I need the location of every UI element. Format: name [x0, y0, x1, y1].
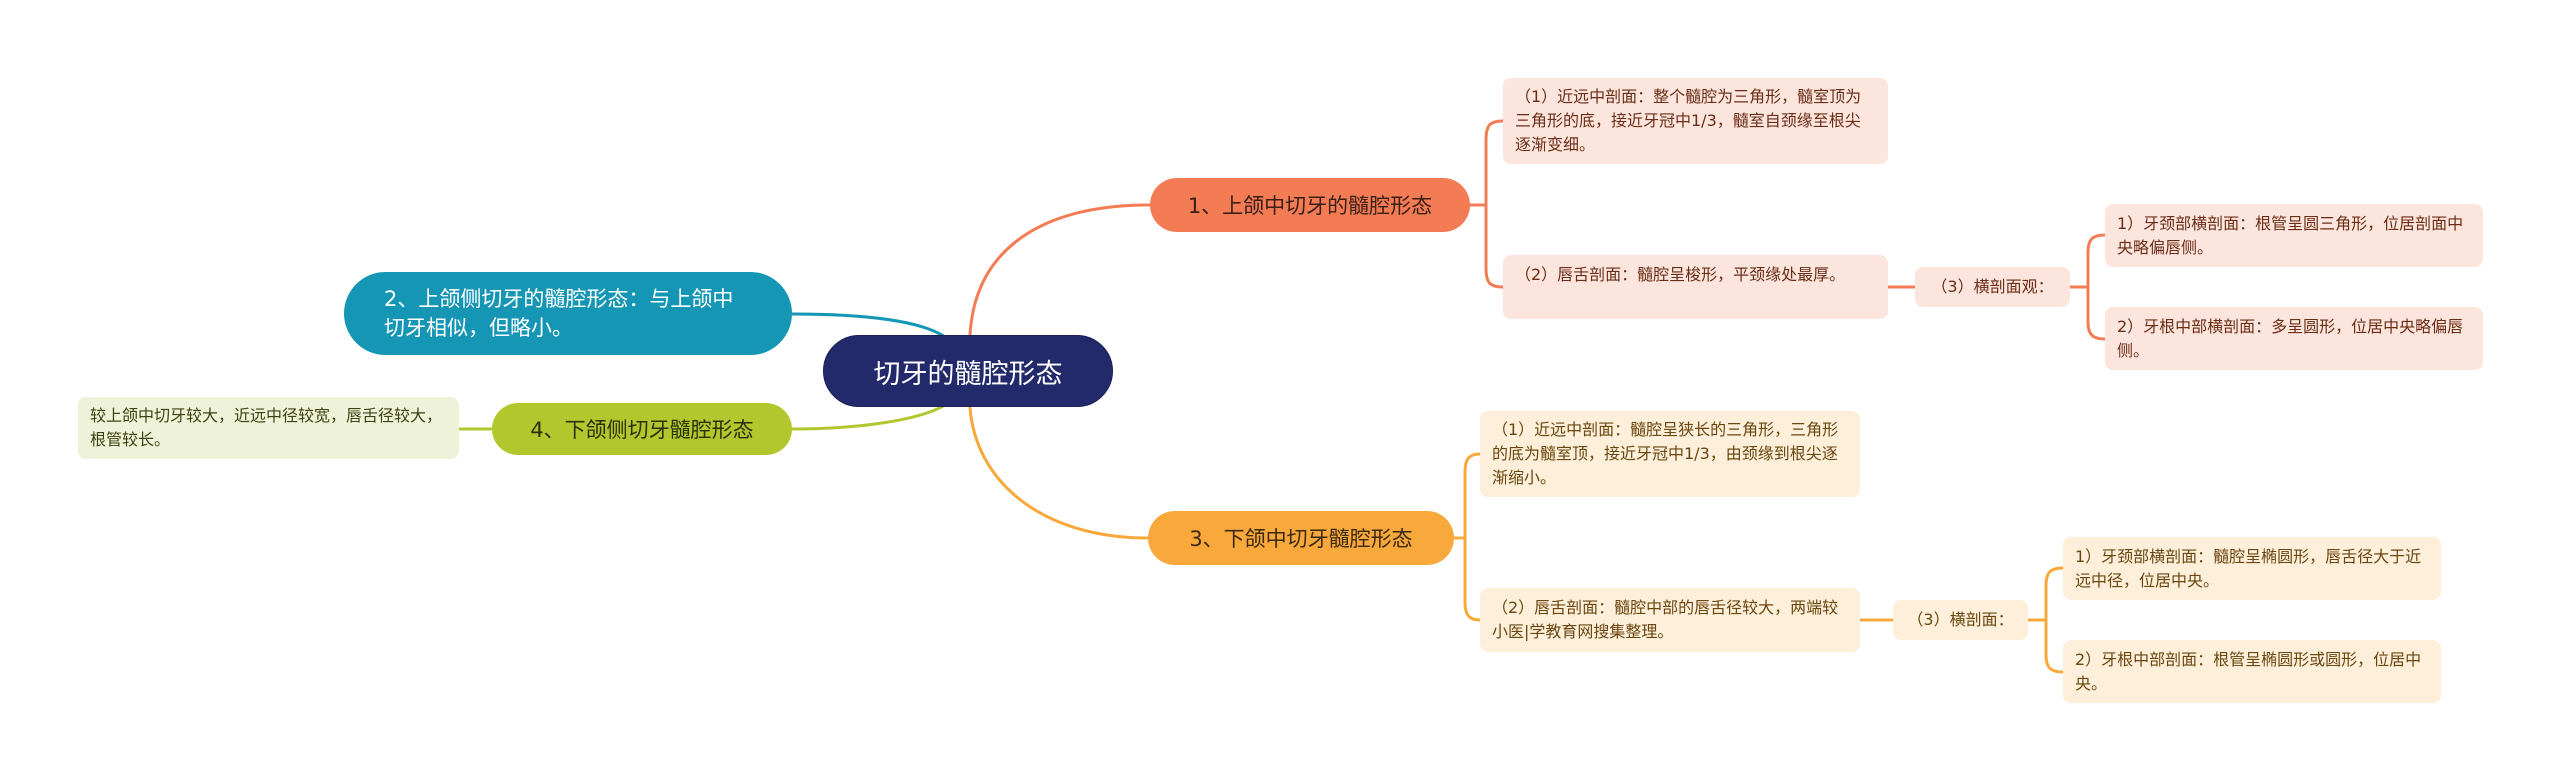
leaf-text: （2）唇舌剖面：髓腔呈梭形，平颈缘处最厚。 [1515, 265, 1846, 284]
branch-node-upper-lateral-incisor[interactable]: 2、上颌侧切牙的髓腔形态：与上颌中切牙相似，但略小。 [344, 272, 792, 355]
leaf-text: 2）牙根中部横剖面：多呈圆形，位居中央略偏唇侧。 [2117, 316, 2464, 360]
leaf-node[interactable]: （2）唇舌剖面：髓腔呈梭形，平颈缘处最厚。 [1503, 255, 1888, 319]
leaf-text: （3）横剖面： [1907, 610, 2014, 629]
root-topic-label: 切牙的髓腔形态 [873, 358, 1063, 390]
leaf-node[interactable]: （1）近远中剖面：髓腔呈狭长的三角形，三角形的底为髓室顶，接近牙冠中1/3，由颈… [1480, 411, 1860, 497]
leaf-node[interactable]: （3）横剖面观： [1915, 267, 2070, 307]
leaf-node[interactable]: （1）近远中剖面：整个髓腔为三角形，髓室顶为三角形的底，接近牙冠中1/3，髓室自… [1503, 78, 1888, 164]
leaf-node[interactable]: （3）横剖面： [1893, 600, 2028, 640]
branch-label: 4、下颌侧切牙髓腔形态 [530, 418, 754, 442]
leaf-node[interactable]: 1）牙颈部横剖面：根管呈圆三角形，位居剖面中央略偏唇侧。 [2105, 204, 2483, 267]
leaf-text: （1）近远中剖面：髓腔呈狭长的三角形，三角形的底为髓室顶，接近牙冠中1/3，由颈… [1492, 420, 1839, 487]
leaf-node[interactable]: 较上颌中切牙较大，近远中径较宽，唇舌径较大，根管较长。 [78, 397, 459, 459]
leaf-text: （3）横剖面观： [1931, 277, 2054, 296]
branch-node-lower-central-incisor[interactable]: 3、下颌中切牙髓腔形态 [1148, 511, 1454, 565]
leaf-node[interactable]: （2）唇舌剖面：髓腔中部的唇舌径较大，两端较小医|学教育网搜集整理。 [1480, 588, 1860, 652]
leaf-node[interactable]: 1）牙颈部横剖面：髓腔呈椭圆形，唇舌径大于近远中径，位居中央。 [2063, 537, 2441, 600]
leaf-text: （2）唇舌剖面：髓腔中部的唇舌径较大，两端较小医|学教育网搜集整理。 [1492, 598, 1839, 641]
leaf-text: 2）牙根中部剖面：根管呈椭圆形或圆形，位居中央。 [2075, 649, 2422, 693]
leaf-node[interactable]: 2）牙根中部剖面：根管呈椭圆形或圆形，位居中央。 [2063, 640, 2441, 703]
branch-label: 3、下颌中切牙髓腔形态 [1189, 527, 1413, 551]
branch-label: 2、上颌侧切牙的髓腔形态：与上颌中切牙相似，但略小。 [384, 286, 734, 340]
branch-node-lower-lateral-incisor[interactable]: 4、下颌侧切牙髓腔形态 [492, 403, 792, 455]
leaf-text: （1）近远中剖面：整个髓腔为三角形，髓室顶为三角形的底，接近牙冠中1/3，髓室自… [1515, 87, 1862, 154]
leaf-text: 较上颌中切牙较大，近远中径较宽，唇舌径较大，根管较长。 [90, 406, 443, 449]
leaf-text: 1）牙颈部横剖面：根管呈圆三角形，位居剖面中央略偏唇侧。 [2117, 213, 2464, 257]
leaf-text: 1）牙颈部横剖面：髓腔呈椭圆形，唇舌径大于近远中径，位居中央。 [2075, 546, 2422, 590]
leaf-node[interactable]: 2）牙根中部横剖面：多呈圆形，位居中央略偏唇侧。 [2105, 307, 2483, 370]
branch-node-upper-central-incisor[interactable]: 1、上颌中切牙的髓腔形态 [1150, 178, 1470, 232]
root-topic[interactable]: 切牙的髓腔形态 [823, 335, 1113, 407]
branch-label: 1、上颌中切牙的髓腔形态 [1187, 194, 1433, 218]
